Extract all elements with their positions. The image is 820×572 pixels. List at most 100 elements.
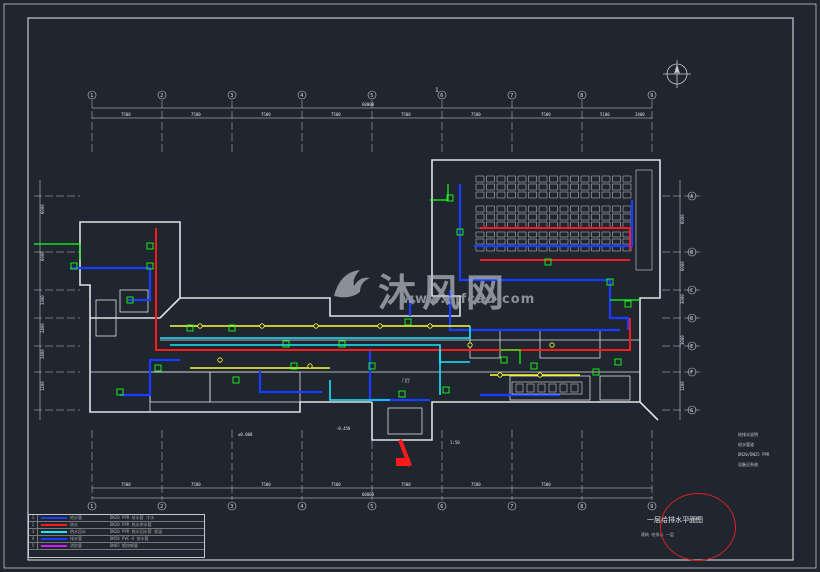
seat [496, 205, 506, 213]
legend-name: 热水回水 [70, 529, 86, 534]
fixtures [70, 194, 632, 466]
seat [486, 231, 495, 238]
axis-bubble [157, 501, 167, 511]
seat [601, 205, 611, 213]
legend-num: 4 [29, 536, 38, 542]
valve-icon [549, 342, 555, 348]
legend-num: 1 [29, 515, 38, 521]
elevation-label-b: ±0.000 [238, 432, 253, 437]
seat [549, 183, 558, 191]
valve-icon [497, 372, 503, 378]
sink-icon [559, 383, 568, 393]
seat [549, 191, 558, 199]
note-line: 给排水说明 [738, 432, 758, 437]
legend-swatch [41, 524, 67, 526]
axis-label: F [690, 370, 693, 376]
dim-value: 7500 [191, 112, 201, 117]
seat [517, 238, 527, 245]
seat [622, 213, 632, 221]
axis-bubble [157, 90, 167, 100]
axis-label: 1 [90, 504, 93, 510]
seat [528, 191, 537, 199]
axis-label: 3 [230, 93, 233, 99]
seat [475, 205, 485, 213]
legend-spec: DN20 PPR 热水回水管 保温 [110, 529, 163, 534]
seat [538, 175, 548, 183]
fixture-icon [146, 242, 154, 250]
axis-bubble [437, 90, 447, 100]
axis-label: E [690, 344, 693, 350]
seat [559, 213, 569, 221]
seat [528, 175, 537, 183]
sink-icon [526, 383, 535, 393]
seat [559, 231, 569, 238]
axis-label: 8 [580, 504, 583, 510]
axis-label: G [690, 408, 693, 414]
seat [612, 175, 621, 183]
seat [580, 213, 590, 221]
seat [559, 191, 569, 199]
seat [486, 238, 495, 245]
seat [591, 213, 600, 221]
dim-value: 3000 [680, 335, 685, 345]
legend-name: 热水 [70, 522, 78, 527]
sink-icon [537, 383, 546, 393]
seat [612, 191, 621, 199]
fixture-icon [154, 364, 162, 372]
seat [496, 213, 506, 221]
dim-value: 7500 [471, 482, 481, 487]
seat [622, 205, 632, 213]
axis-label: 7 [510, 93, 513, 99]
seat [612, 205, 621, 213]
seat [601, 213, 611, 221]
seat [507, 183, 516, 191]
seat [496, 238, 506, 245]
seat [496, 183, 506, 191]
dim-value: 7500 [121, 112, 131, 117]
dim-value: 5100 [600, 112, 610, 117]
pipe-green [34, 184, 640, 364]
axis-bubble [647, 501, 657, 511]
sink-icon [515, 383, 524, 393]
seat [528, 231, 537, 238]
dim-total: 60000 [362, 102, 375, 107]
fixture-icon [500, 356, 508, 364]
fixture-icon [446, 194, 454, 202]
pump-icon [396, 458, 410, 466]
legend-swatch [41, 517, 67, 519]
watermark-text: 沐风网 [378, 271, 511, 315]
seat [580, 231, 590, 238]
axis-label: 2 [160, 504, 163, 510]
legend-name: 消防管 [70, 543, 82, 548]
seat [517, 205, 527, 213]
seat [517, 183, 527, 191]
axis-label: D [690, 316, 693, 322]
legend-name: 给水管 [70, 515, 82, 520]
drawing-notes: 给排水说明 给水管道 DN20/DN25 PPR 设备见系统 [738, 430, 769, 470]
valve-icon [197, 323, 203, 329]
seat [507, 175, 516, 183]
seat [570, 183, 579, 191]
seat [486, 175, 495, 183]
sink-row [511, 381, 583, 395]
dim-value: 2400 [635, 112, 645, 117]
dim-value: 7500 [541, 482, 551, 487]
dim-value: 7500 [471, 112, 481, 117]
inner-frame [27, 17, 794, 561]
seat [570, 175, 579, 183]
seat [591, 231, 600, 238]
seat [622, 175, 632, 183]
axis-label: C [690, 288, 693, 294]
seat [591, 175, 600, 183]
note-line: 给水管道 [738, 442, 754, 447]
dim-value: 7500 [331, 482, 341, 487]
axis-bubble [87, 90, 97, 100]
dim-value: 7500 [401, 482, 411, 487]
axis-label: 9 [650, 93, 653, 99]
dimension-lines: 7500 7500 7500 7500 7500 7500 7500 5100 2400 6000… [39, 102, 685, 499]
fixture-icon [530, 362, 538, 370]
valve-icon [307, 363, 313, 369]
fixture-icon [614, 358, 622, 366]
